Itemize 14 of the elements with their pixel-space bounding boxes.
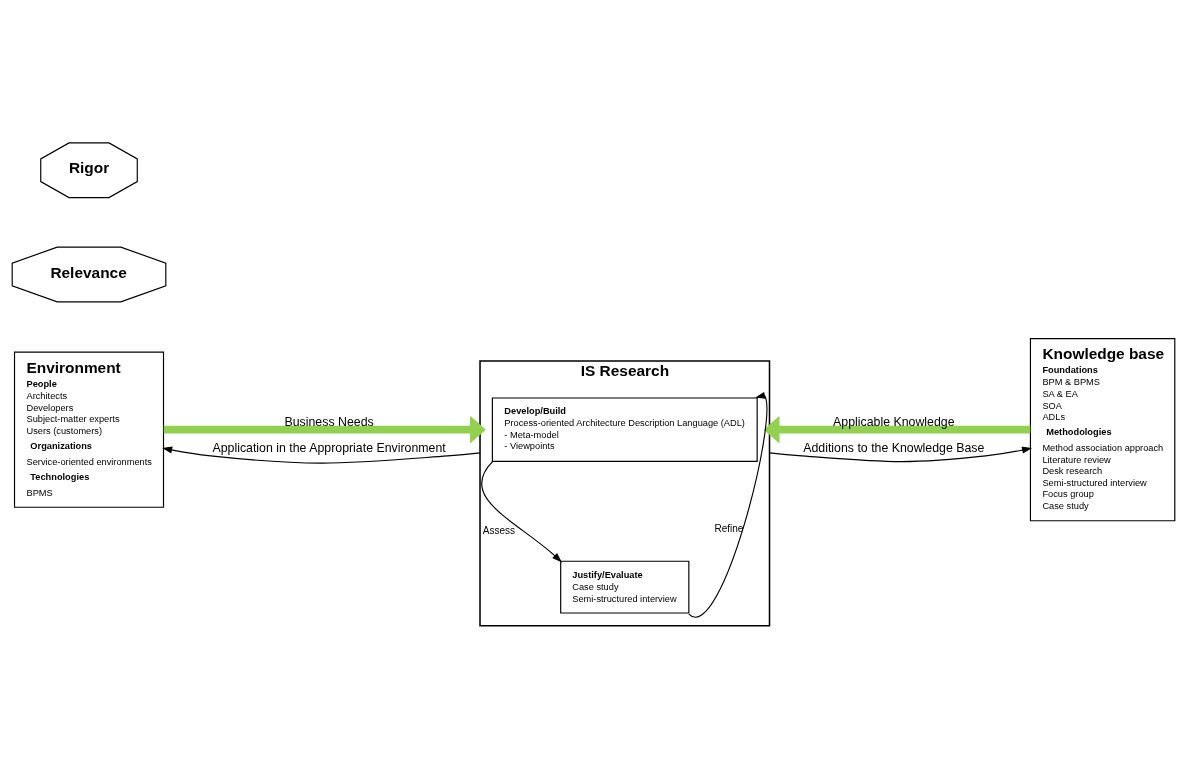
node-box: Develop/Build Process-oriented Architecture Description Language (ADL) - Meta-model - Viewpoints <box>491 397 758 462</box>
arrow <box>162 446 481 464</box>
node-box: Justify/Evaluate Case study Semi-structured interview <box>560 560 690 614</box>
edge-label: Business Needs <box>284 414 374 429</box>
arrow <box>481 460 562 563</box>
edge-label: Additions to the Knowledge Base <box>803 440 985 455</box>
arrow <box>768 446 1033 463</box>
edge-label: Refine <box>714 523 744 535</box>
arrow <box>688 391 768 618</box>
edge-label: Assess <box>482 524 516 536</box>
edge-label: Applicable Knowledge <box>833 414 955 429</box>
edge-label: Application in the Appropriate Environment <box>212 440 446 455</box>
node-box: Knowledge base Foundations BPM & BPMS SA & EA SOA ADLs Methodologies Method association approach Literature review Desk research Semi-structured interview Focus group Case study <box>1029 338 1176 522</box>
node-box: Environment People Architects Developers Subject-matter experts Users (customers) Organizations Service-oriented environments Technologies BPMS <box>13 351 165 508</box>
